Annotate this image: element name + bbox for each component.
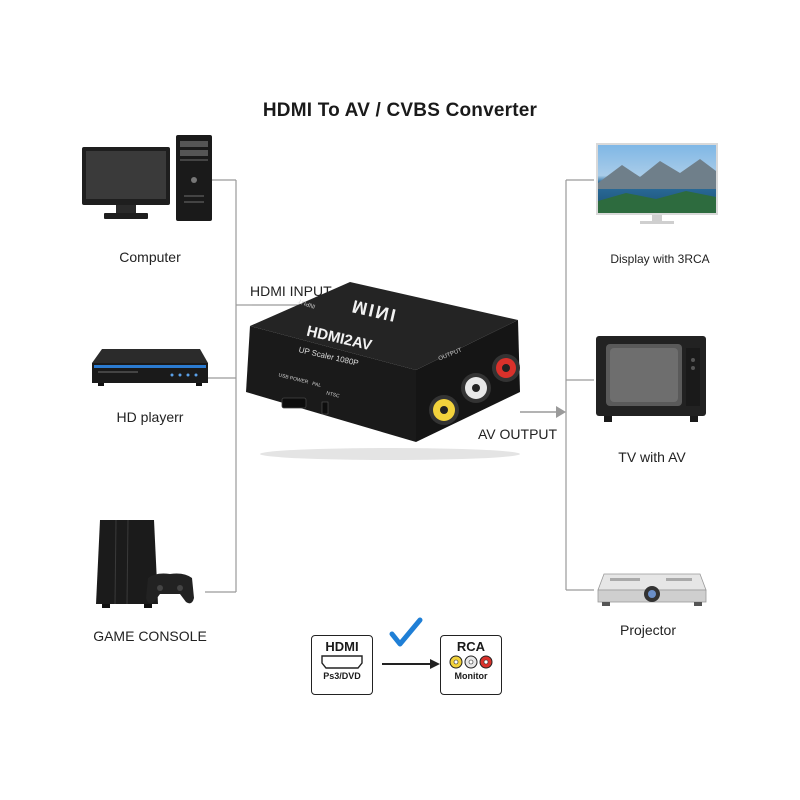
rca-legend-title: RCA — [456, 639, 486, 654]
rca-yellow-jack — [429, 395, 459, 425]
output-arrow — [520, 406, 566, 418]
pal-ntsc-switch — [321, 401, 329, 415]
rca-legend-sub: Monitor — [454, 671, 488, 681]
blu-ray-player-icon — [92, 349, 208, 386]
game-console-icon — [96, 519, 194, 608]
hdmi2av-converter — [246, 282, 520, 460]
output-label-display: Display with 3RCA — [610, 252, 710, 266]
projector-icon — [597, 573, 707, 606]
hdmi-legend-box: HDMI Ps3/DVD — [311, 635, 373, 695]
check-icon — [389, 617, 423, 647]
hdmi-plug-icon — [321, 655, 363, 669]
rca-red-jack — [492, 354, 520, 382]
hdmi-legend-title: HDMI — [325, 639, 359, 654]
input-bracket — [205, 179, 330, 593]
source-label-hd-player: HD playerr — [116, 409, 184, 425]
source-label-game-console: GAME CONSOLE — [93, 628, 207, 644]
crt-tv-icon — [596, 336, 706, 422]
display-icon — [596, 143, 718, 224]
rca-jacks-icon — [449, 655, 493, 669]
av-output-label: AV OUTPUT — [478, 426, 558, 442]
source-label-computer: Computer — [119, 249, 181, 265]
diagram-title: HDMI To AV / CVBS Converter — [262, 100, 538, 121]
computer-icon — [82, 135, 212, 221]
output-label-tv: TV with AV — [618, 449, 686, 465]
output-label-projector: Projector — [619, 622, 677, 638]
hdmi-input-label: HDMI INPUT — [250, 283, 332, 299]
hdmi-legend-sub: Ps3/DVD — [323, 671, 361, 681]
output-bracket — [565, 179, 594, 591]
arrow-and-check — [382, 617, 440, 669]
rca-white-jack — [461, 373, 491, 403]
rca-legend-box: RCA Monitor — [440, 635, 502, 695]
usb-power-port — [281, 397, 307, 409]
